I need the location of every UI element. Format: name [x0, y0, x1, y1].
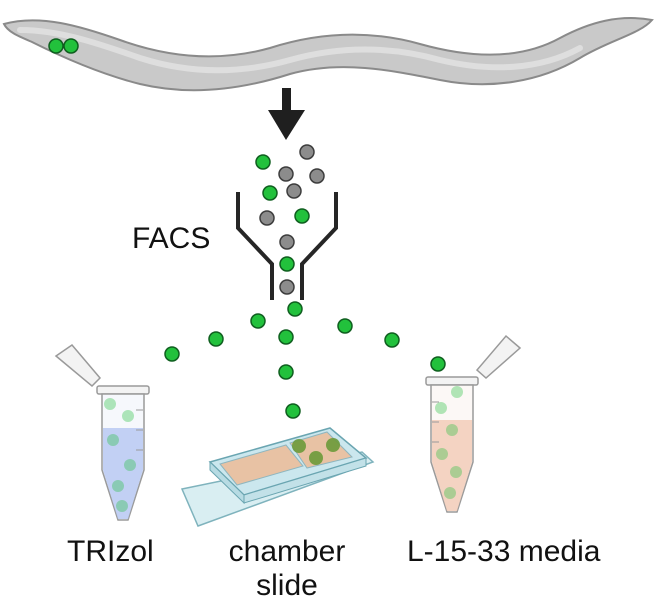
green-cell — [337, 318, 353, 334]
microcentrifuge-tube-icon-left — [54, 343, 150, 521]
green-cell — [250, 313, 266, 329]
c-elegans-worm-icon — [2, 17, 654, 92]
cells-in-funnel — [279, 234, 295, 295]
green-cell — [287, 301, 303, 317]
green-cell — [430, 356, 446, 372]
sorted-cell-streams — [164, 301, 446, 419]
slide-well-left — [219, 444, 304, 486]
gray-cell — [278, 166, 294, 182]
down-arrow-icon — [268, 88, 305, 140]
tube-cap-rim — [96, 385, 150, 395]
gray-cell — [259, 210, 275, 226]
worm-highlight — [17, 27, 583, 74]
gray-cell — [286, 183, 302, 199]
sorter-label: FACS — [132, 222, 211, 255]
chamber-slide-label-line1: chamber — [228, 535, 346, 568]
gray-cell — [309, 168, 325, 184]
chamber-slide-label-line2: slide — [256, 569, 318, 602]
green-cell — [278, 364, 294, 380]
green-cell — [285, 403, 301, 419]
green-cell — [279, 256, 295, 272]
tube-liquid — [432, 420, 472, 511]
tube-cap-rim — [425, 376, 479, 386]
trizol-label: TRIzol — [67, 535, 154, 568]
tube-lid — [475, 334, 522, 380]
cells-cluster — [255, 144, 325, 226]
gray-cell — [299, 144, 315, 160]
media-label: L-15-33 media — [407, 535, 601, 568]
chamber-slide-label: chamber slide — [222, 535, 352, 603]
green-cell — [255, 154, 271, 170]
green-cell — [384, 332, 400, 348]
tube-lid — [54, 343, 102, 388]
green-cell — [278, 329, 294, 345]
green-cell — [164, 346, 180, 362]
gray-cell — [279, 279, 295, 295]
green-cell — [208, 331, 224, 347]
worm-green-cell-2 — [63, 38, 79, 54]
tube-liquid — [103, 428, 143, 519]
gray-cell — [279, 234, 295, 250]
cell-sorter-funnel-icon — [236, 192, 338, 300]
green-cell — [262, 185, 278, 201]
microcentrifuge-tube-icon-right — [425, 334, 522, 513]
green-cell — [294, 208, 310, 224]
chamber-slide-icon — [180, 427, 375, 527]
slide-well-right — [289, 431, 353, 469]
worm-green-cell-1 — [48, 38, 64, 54]
